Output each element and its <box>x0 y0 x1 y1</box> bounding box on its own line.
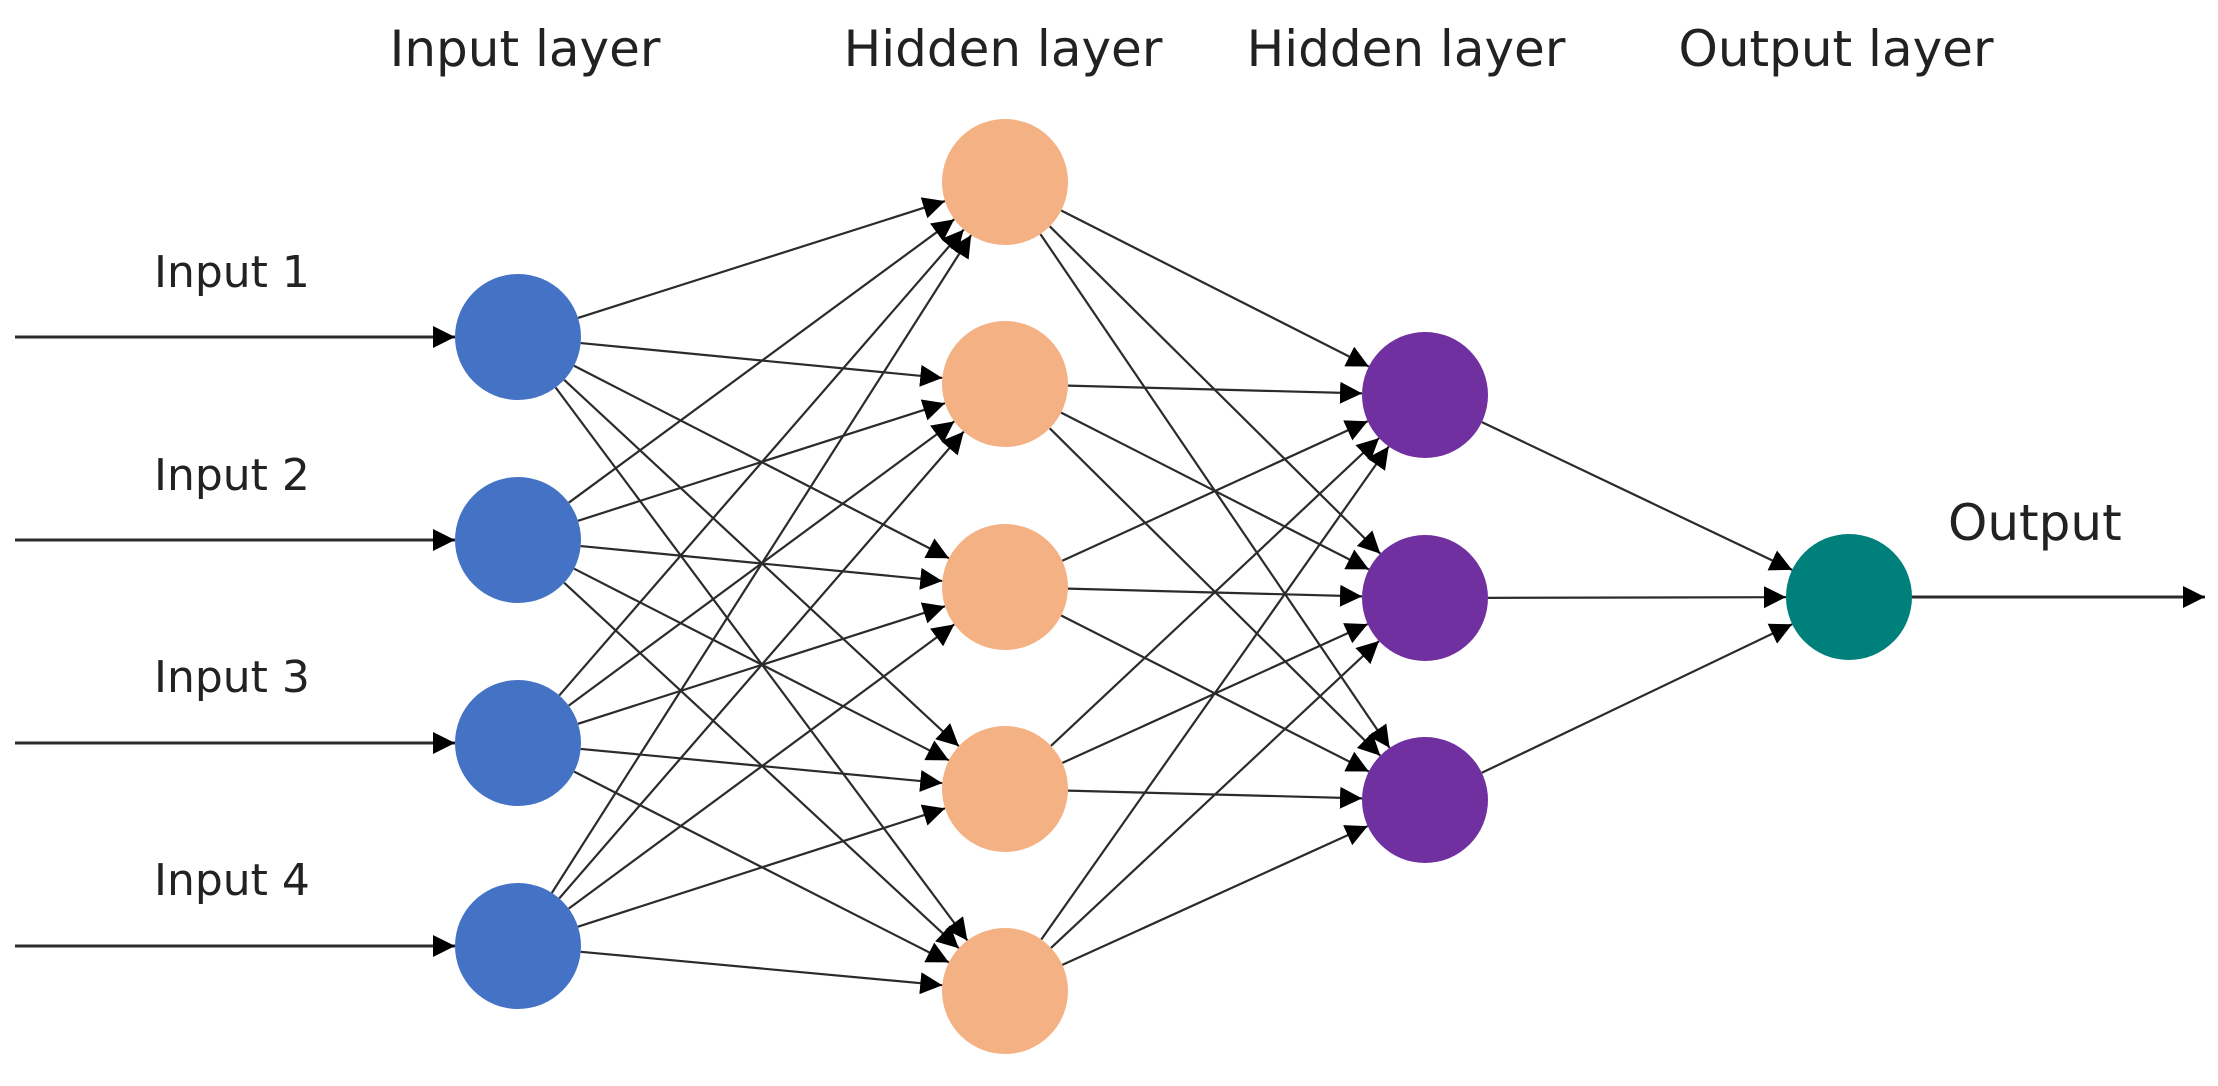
nodes-group <box>455 119 1912 1054</box>
connection-l1-2-to-1 <box>568 218 955 504</box>
input-node-1 <box>455 274 581 400</box>
connection-l1-4-to-2 <box>558 430 965 900</box>
input-node-3 <box>455 680 581 806</box>
connection-l3-1-to-1 <box>1481 421 1793 571</box>
connection-l1-3-to-1 <box>558 228 965 697</box>
input-label-4: Input 4 <box>154 855 310 906</box>
layer-title-hidden-2: Hidden layer <box>1247 20 1566 78</box>
connection-l2-5-to-1 <box>1040 445 1390 941</box>
edges-group <box>15 197 2205 995</box>
connection-l2-5-to-2 <box>1050 640 1380 949</box>
connection-l2-2-to-1 <box>1067 381 1363 404</box>
input-label-3: Input 3 <box>154 652 310 703</box>
hidden1-node-1 <box>942 119 1068 245</box>
connection-l2-3-to-1 <box>1061 420 1369 562</box>
connection-l1-4-to-4 <box>577 804 946 928</box>
hidden2-node-1 <box>1362 332 1488 458</box>
hidden1-node-4 <box>942 726 1068 852</box>
connection-l1-4-to-5 <box>580 950 943 995</box>
connection-l3-3-to-1 <box>1481 623 1793 774</box>
connection-l1-4-to-3 <box>568 623 955 910</box>
layer-title-input: Input layer <box>390 20 661 78</box>
connection-l2-1-to-1 <box>1060 209 1370 368</box>
connection-l2-5-to-3 <box>1061 825 1369 966</box>
output-node-1 <box>1786 534 1912 660</box>
hidden1-node-5 <box>942 928 1068 1054</box>
connection-l2-4-to-1 <box>1050 437 1380 747</box>
connection-l1-1-to-1 <box>577 197 946 319</box>
input-label-1: Input 1 <box>154 247 310 298</box>
hidden2-node-2 <box>1362 535 1488 661</box>
hidden2-node-3 <box>1362 737 1488 863</box>
connection-l1-4-to-1 <box>550 234 973 894</box>
connection-l3-2-to-1 <box>1487 586 1787 609</box>
layer-title-output: Output layer <box>1678 20 1993 78</box>
input-label-2: Input 2 <box>154 450 310 501</box>
hidden1-node-3 <box>942 524 1068 650</box>
output-label: Output <box>1948 494 2122 552</box>
input-node-2 <box>455 477 581 603</box>
layer-title-hidden-1: Hidden layer <box>844 20 1163 78</box>
hidden1-node-2 <box>942 321 1068 447</box>
input-node-4 <box>455 883 581 1009</box>
